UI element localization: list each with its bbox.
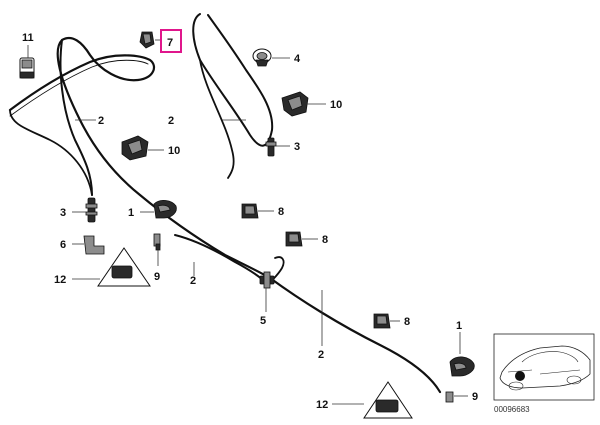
callout-1a: 1 (128, 207, 134, 219)
hose-clip-icon (241, 203, 259, 219)
warning-label-icon (363, 381, 413, 419)
hose-bracket-icon (121, 135, 149, 161)
callout-2a: 2 (98, 115, 104, 127)
washer-hose-left-drop (59, 39, 93, 196)
hose-elbow-icon (83, 235, 105, 255)
warning-label-icon: ♨ (97, 247, 151, 287)
connector-icon (85, 197, 98, 223)
nozzle-icon (153, 200, 177, 219)
washer-hose-top-right-down (199, 59, 235, 179)
callout-7-highlight (160, 29, 182, 53)
callout-8b: 8 (322, 234, 328, 246)
hose-bracket-icon (281, 91, 309, 117)
callout-2d: 2 (318, 349, 324, 361)
washer-hose-main-outer (9, 59, 149, 117)
callout-7: 7 (167, 37, 173, 49)
diagram-code: 00096683 (494, 405, 530, 414)
callout-2c: 2 (190, 275, 196, 287)
callout-8a: 8 (278, 206, 284, 218)
connector-icon (259, 271, 275, 289)
callout-6: 6 (60, 239, 66, 251)
callout-2b: 2 (168, 115, 174, 127)
callout-11: 11 (22, 32, 34, 44)
callout-1b: 1 (456, 320, 462, 332)
hose-clip-icon (139, 31, 155, 49)
callout-3b: 3 (60, 207, 66, 219)
nozzle-icon (449, 356, 475, 377)
callout-12a: 12 (54, 274, 66, 286)
grommet-icon (252, 48, 272, 67)
callout-4: 4 (294, 53, 301, 65)
hose-clip-icon (373, 313, 391, 329)
leader-lines (27, 39, 468, 405)
car-silhouette-icon (499, 345, 591, 391)
location-inset (493, 333, 595, 401)
callout-10a: 10 (330, 99, 342, 111)
callout-9a: 9 (154, 271, 160, 283)
connector-icon (153, 233, 161, 251)
washer-hose-main (8, 36, 442, 394)
hose-clip-icon (19, 57, 35, 79)
callout-3a: 3 (294, 141, 300, 153)
connector-icon (265, 137, 277, 157)
callout-8c: 8 (404, 316, 410, 328)
hose-clip-icon (285, 231, 303, 247)
washer-hose-middle (174, 234, 269, 286)
callout-10b: 10 (168, 145, 180, 157)
callout-12b: 12 (316, 399, 328, 411)
washer-hose-loop (9, 109, 93, 196)
callout-5: 5 (260, 315, 266, 327)
connector-icon (445, 391, 454, 403)
callout-9b: 9 (472, 391, 478, 403)
